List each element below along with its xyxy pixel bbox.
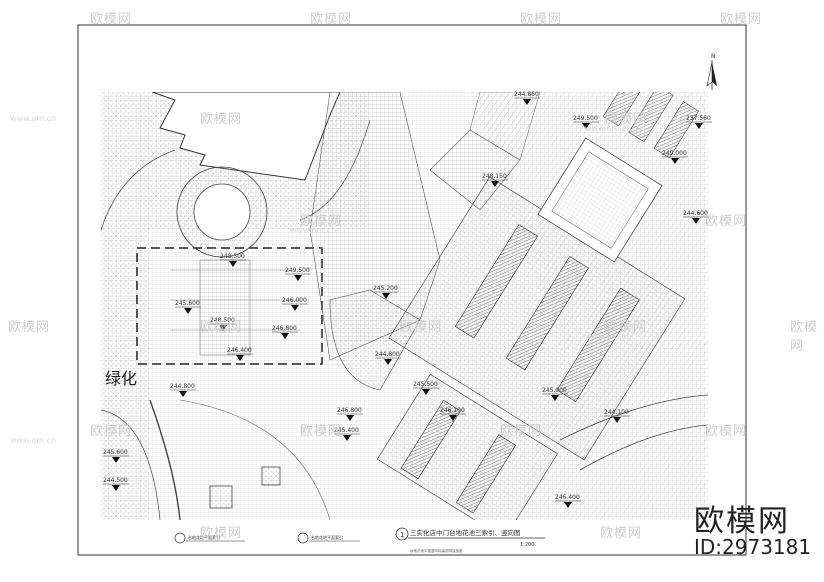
elevation-label: 245.600 xyxy=(103,449,128,456)
drawing-title: 三实化店中门台地花池三索引、竖向图 xyxy=(410,528,521,537)
watermark-brand: 欧模网 xyxy=(720,12,763,27)
watermark-brand: 欧模网 xyxy=(605,112,648,127)
elevation-marker-icon xyxy=(384,359,392,365)
elevation-label: 248.500 xyxy=(210,317,235,324)
watermark-url: www.om.cn xyxy=(585,124,632,133)
elevation-markers: 244.860 249.500 237.560 249.000 248.150 244.6… xyxy=(103,91,712,508)
title-block: 1 三实化店中门台地花池三索引、竖向图 1:200 台地花地平面索引 台地花地平… xyxy=(174,527,545,553)
brand-logo-text: 欧模网 xyxy=(694,504,790,539)
elevation-label: 245.000 xyxy=(542,387,567,394)
elevation-marker-icon xyxy=(382,293,390,299)
elevation-label: 246.100 xyxy=(440,407,465,414)
watermark-brand: 欧模网 xyxy=(500,424,543,439)
watermark-brand: 欧模网 xyxy=(200,320,243,335)
elevation-marker-icon xyxy=(551,395,559,401)
elevation-marker-icon xyxy=(582,123,590,129)
elevation-label: 249.500 xyxy=(285,267,310,274)
watermark-url: www.om.cn xyxy=(10,436,57,445)
watermark-url: www.om.cn xyxy=(290,226,337,235)
watermark-brand: 欧模网 xyxy=(200,112,243,127)
drawing-frame xyxy=(77,24,747,556)
watermark-brand: 欧模网 xyxy=(705,214,748,229)
elevation-label: 248.150 xyxy=(482,173,507,180)
watermark-brand: 欧模网 xyxy=(605,320,648,335)
elevation-marker-icon xyxy=(695,123,703,129)
watermark-url: www.om.cn xyxy=(10,114,57,123)
watermark-url: www.om.cn xyxy=(585,332,632,341)
elevation-label: 237.560 xyxy=(686,115,711,122)
watermark-brand: 欧模网 xyxy=(200,526,243,541)
zone-label: 绿化 xyxy=(105,369,137,388)
watermark-brand: 欧模网 xyxy=(790,320,819,354)
elevation-marker-icon xyxy=(294,275,302,281)
elevation-marker-icon xyxy=(346,415,354,421)
elevation-marker-icon xyxy=(343,435,351,441)
elevation-label: 244.100 xyxy=(604,409,629,416)
drawing-scale: 1:200 xyxy=(520,542,534,548)
elevation-label: 246.400 xyxy=(227,347,252,354)
elevation-label: 246.000 xyxy=(282,297,307,304)
elevation-marker-icon xyxy=(236,355,244,361)
watermark-brand: 欧模网 xyxy=(705,424,748,439)
elevation-marker-icon xyxy=(291,305,299,311)
elevation-label: 246.400 xyxy=(555,494,580,501)
svg-text:1: 1 xyxy=(400,531,404,539)
elevation-marker-icon xyxy=(112,457,120,463)
elevation-marker-icon xyxy=(564,502,572,508)
elevation-label: 249.000 xyxy=(662,150,687,157)
elevation-label: 248.500 xyxy=(220,253,245,260)
elevation-marker-icon xyxy=(523,99,531,105)
watermark-brand: 欧模网 xyxy=(520,12,563,27)
elevation-label: 244.800 xyxy=(170,383,195,390)
caption-small: 台地花地平面竖向标高说明及剖面 xyxy=(410,548,463,553)
elevation-label: 244.860 xyxy=(514,91,539,98)
elevation-marker-icon xyxy=(281,333,289,339)
elevation-label: 245.400 xyxy=(334,427,359,434)
elevation-marker-icon xyxy=(179,391,187,397)
elevation-label: 246.800 xyxy=(337,407,362,414)
elevation-marker-icon xyxy=(422,389,430,395)
watermark-brand: 欧模网 xyxy=(400,320,443,335)
watermark-brand: 欧模网 xyxy=(300,424,343,439)
elevation-label: 244.600 xyxy=(683,210,708,217)
elevation-label: 245.200 xyxy=(373,285,398,292)
caption-mid: 台地花地平面索引 xyxy=(311,534,343,540)
elevation-label: 245.600 xyxy=(175,300,200,307)
elevation-marker-icon xyxy=(613,417,621,423)
elevation-label: 244.800 xyxy=(375,351,400,358)
resource-id: ID:2973181 xyxy=(694,535,812,559)
north-arrow: N xyxy=(706,53,717,90)
elevation-marker-icon xyxy=(184,308,192,314)
watermark-brand: 欧模网 xyxy=(90,424,133,439)
elevation-marker-icon xyxy=(671,158,679,164)
watermark-brand: 欧模网 xyxy=(8,320,51,335)
elevation-marker-icon xyxy=(491,181,499,187)
elevation-label: 244.500 xyxy=(103,477,128,484)
elevation-label: 246.800 xyxy=(272,325,297,332)
watermark-brand: 欧模网 xyxy=(310,12,353,27)
north-label: N xyxy=(711,53,716,60)
plan-area xyxy=(101,92,708,520)
elevation-marker-icon xyxy=(219,325,227,331)
caption-left: 台地花地平面索引 xyxy=(188,534,220,540)
elevation-marker-icon xyxy=(112,485,120,491)
watermark-brand: 欧模网 xyxy=(600,526,643,541)
elevation-label: 249.500 xyxy=(573,115,598,122)
watermark-brand: 欧模网 xyxy=(90,12,133,27)
elevation-marker-icon xyxy=(229,261,237,267)
watermark-brand: 欧模网 xyxy=(300,214,343,229)
elevation-label: 245.500 xyxy=(413,381,438,388)
elevation-marker-icon xyxy=(692,218,700,224)
elevation-marker-icon xyxy=(449,415,457,421)
